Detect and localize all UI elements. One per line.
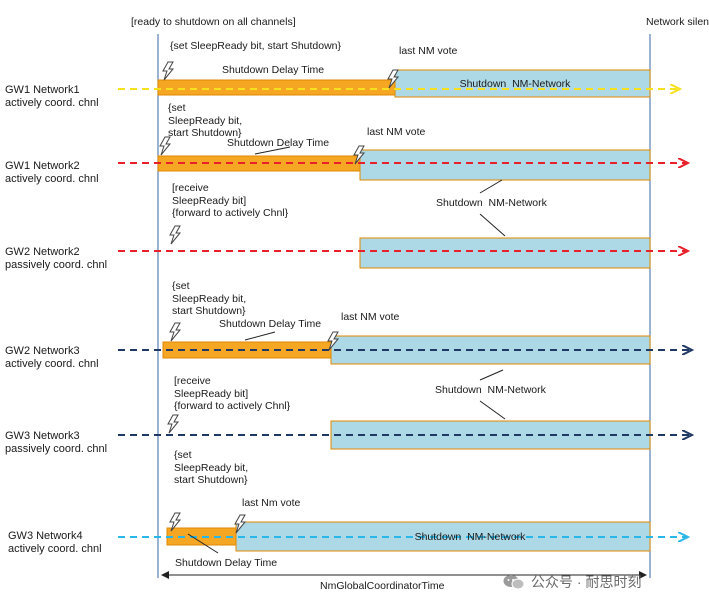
row-label-gw1-net2: GW1 Network2 actively coord. chnl (5, 160, 99, 185)
shutdown-nm-bar-gw2-net2 (359, 237, 651, 269)
trigger-bolt-icon (162, 61, 174, 81)
delay-label-pointer (187, 533, 219, 554)
trigger-note: {set SleepReady bit, start Shutdown} (172, 280, 247, 317)
trigger-note: {set SleepReady bit, start Shutdown} (170, 40, 342, 52)
shutdown-label-pointer-down (479, 213, 506, 237)
shutdown-label: Shutdown NM-Network (436, 197, 547, 209)
shutdown-label-pointer-up (479, 369, 504, 381)
trigger-note: [receive SleepReady bit] {forward to act… (174, 375, 291, 412)
header-network-silent-label: Network silent (646, 16, 709, 28)
row-label-gw3-net3: GW3 Network3 passively coord. chnl (5, 430, 108, 455)
shutdown-nm-bar-gw1-net2 (359, 149, 651, 181)
row-label-gw2-net2: GW2 Network2 passively coord. chnl (5, 246, 108, 271)
global-coordinator-time-label: NmGlobalCoordinatorTime (320, 580, 445, 592)
shutdown-label: Shutdown NM-Network (435, 384, 546, 396)
wechat-icon (503, 575, 525, 590)
delay-label: Shutdown Delay Time (222, 64, 325, 76)
trigger-note: {set SleepReady bit, start Shutdown} (174, 449, 249, 486)
row-label-gw3-net4: GW3 Network4 actively coord. chnl (8, 530, 102, 555)
shutdown-label: Shutdown NM-Network (414, 531, 526, 543)
trigger-note: [receive SleepReady bit] {forward to act… (172, 182, 289, 219)
vote-label: last Nm vote (242, 497, 301, 509)
watermark-text: 公众号 · 耐思时刻 (531, 574, 642, 590)
trigger-bolt-icon (169, 322, 181, 342)
vote-label: last NM vote (399, 45, 458, 57)
header-ready-label: [ready to shutdown on all channels] (131, 16, 296, 28)
trigger-bolt-icon (167, 414, 179, 434)
delay-label: Shutdown Delay Time (227, 137, 330, 149)
vote-label: last NM vote (367, 126, 426, 138)
shutdown-delay-bar-gw2-net3 (162, 341, 332, 359)
vote-label: last NM vote (341, 311, 400, 323)
row-label-gw2-net3: GW2 Network3 actively coord. chnl (5, 345, 99, 370)
delay-label-pointer (244, 331, 276, 341)
shutdown-label-pointer-up (479, 179, 503, 194)
delay-label: Shutdown Delay Time (219, 318, 322, 330)
trigger-bolt-icon (169, 225, 181, 245)
shutdown-label: Shutdown NM-Network (459, 78, 571, 90)
row-label-gw1-net1: GW1 Network1 actively coord. chnl (5, 84, 99, 109)
shutdown-delay-bar-gw1-net2 (157, 155, 361, 172)
trigger-note: {set SleepReady bit, start Shutdown} (168, 102, 243, 139)
shutdown-nm-bar-gw1-net1 (394, 69, 651, 98)
delay-label-pointer (254, 146, 291, 155)
shutdown-delay-bar-gw1-net1 (157, 79, 396, 96)
watermark: 公众号 · 耐思时刻 (503, 572, 641, 592)
shutdown-label-pointer-down (479, 400, 506, 420)
delay-label: Shutdown Delay Time (175, 557, 278, 569)
trigger-bolt-icon (159, 136, 171, 156)
